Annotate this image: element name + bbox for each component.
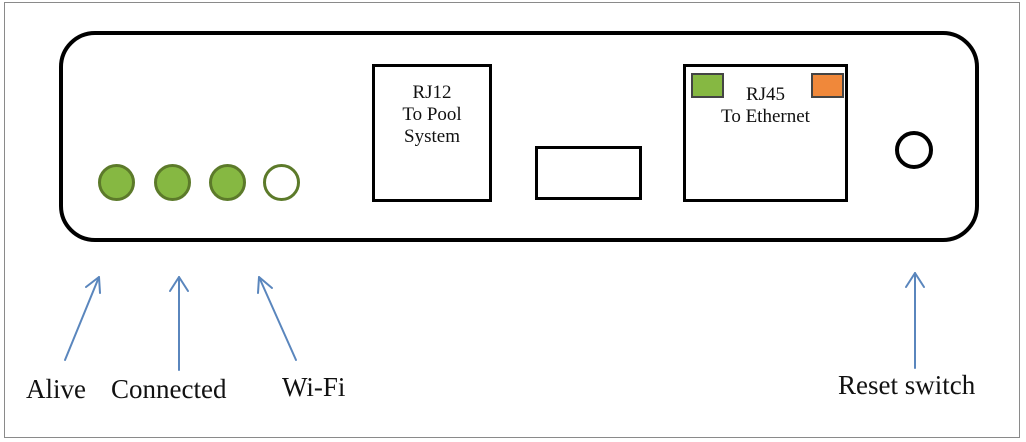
rj45-activity-indicator-orange bbox=[811, 73, 844, 98]
usb-slot bbox=[535, 146, 642, 200]
arrow-reset bbox=[905, 272, 925, 369]
rj45-link-indicator-green bbox=[691, 73, 724, 98]
callout-wifi: Wi-Fi bbox=[282, 372, 346, 402]
led-unlit bbox=[263, 164, 300, 201]
arrow-alive bbox=[64, 276, 101, 361]
device-front-panel bbox=[59, 31, 979, 242]
led-connected bbox=[154, 164, 191, 201]
rj45-sublabel: To Ethernet bbox=[721, 106, 810, 127]
rj12-label-line1: RJ12 bbox=[412, 82, 452, 103]
rj45-label: RJ45 bbox=[745, 84, 786, 105]
arrow-connected bbox=[169, 276, 189, 371]
rj45-port-label: RJ45 To Ethernet bbox=[683, 84, 848, 128]
callout-connected: Connected bbox=[111, 374, 227, 404]
callout-alive: Alive bbox=[26, 374, 86, 404]
rj12-port-label: RJ12 To Pool System bbox=[372, 82, 492, 148]
diagram-frame bbox=[4, 2, 1020, 438]
arrow-wifi bbox=[257, 276, 297, 361]
rj12-label-line2: To Pool bbox=[402, 104, 462, 125]
reset-switch-button bbox=[895, 131, 933, 169]
callout-reset-switch: Reset switch bbox=[838, 370, 976, 400]
rj12-label-line3: System bbox=[404, 126, 460, 147]
led-alive bbox=[98, 164, 135, 201]
rj12-port bbox=[372, 64, 492, 202]
led-wifi bbox=[209, 164, 246, 201]
